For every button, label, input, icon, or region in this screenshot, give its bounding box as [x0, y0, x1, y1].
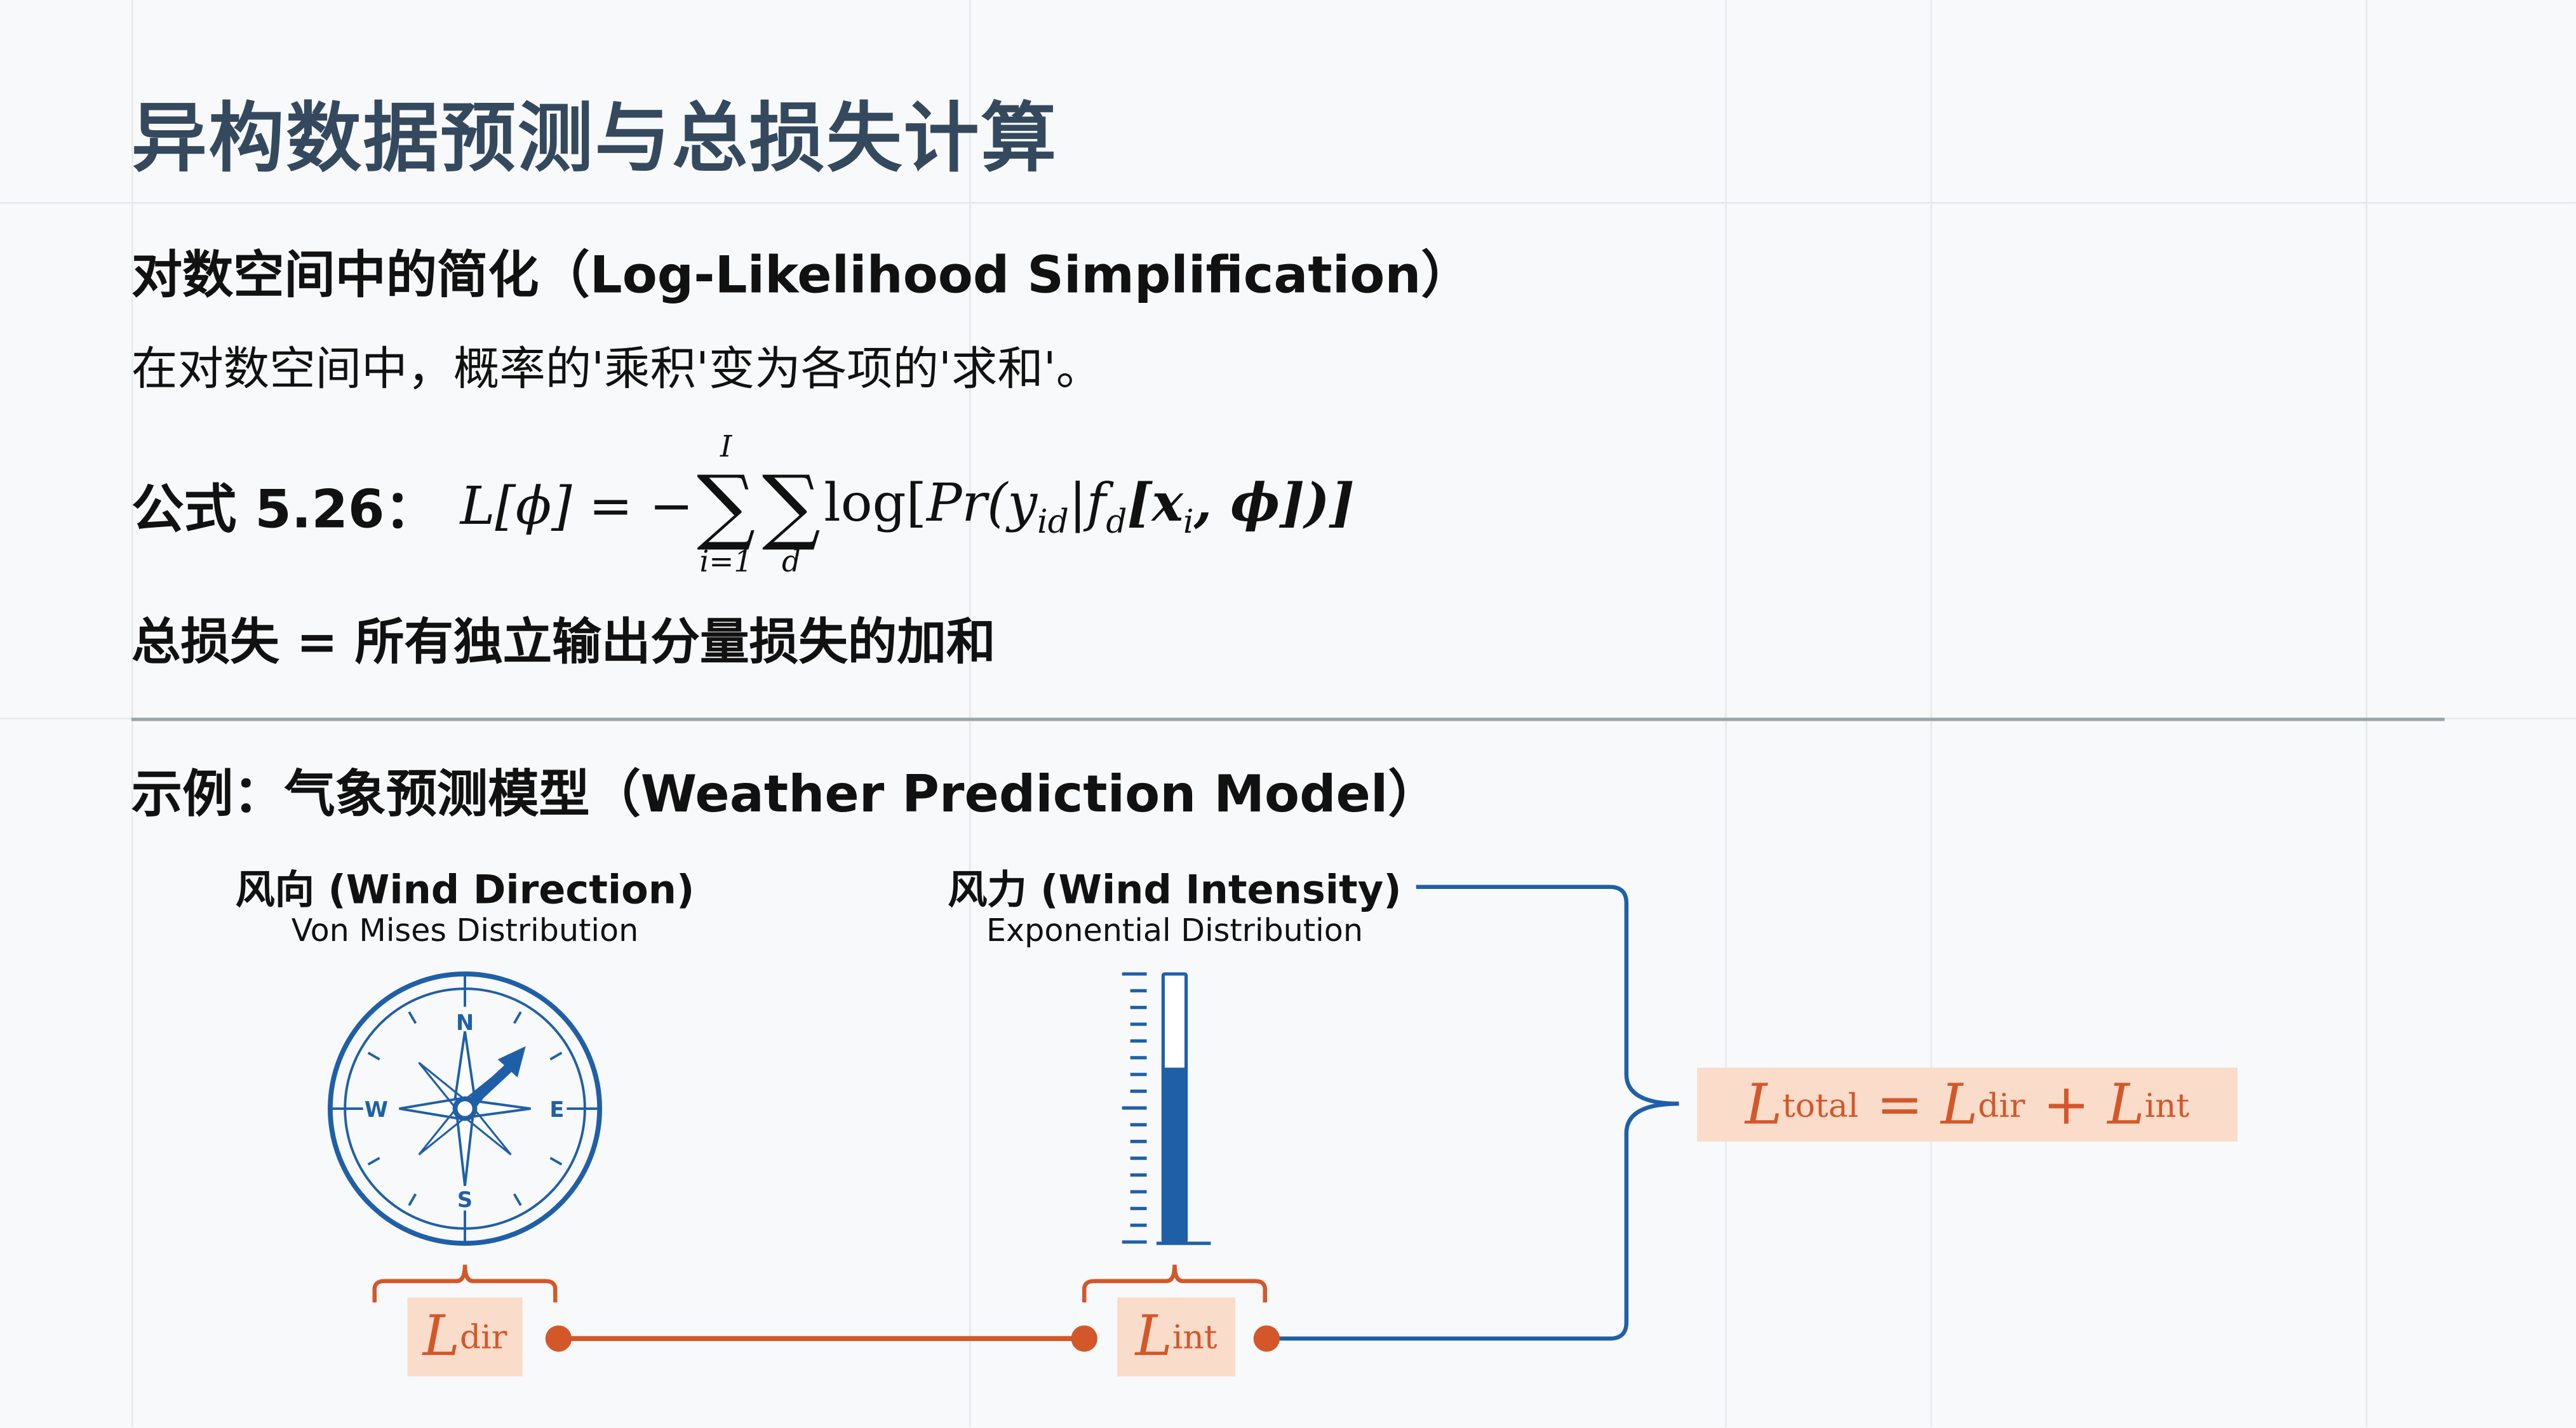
compass-w: W [365, 1097, 388, 1122]
divider [131, 717, 2445, 721]
gauge-fill [1163, 1067, 1186, 1242]
compass-tick [513, 1193, 522, 1206]
compass-tick [408, 1011, 417, 1024]
sigma-icon: ∑ [761, 458, 821, 554]
compass-e: E [549, 1097, 564, 1122]
connector-dot [1071, 1325, 1097, 1352]
sum-upper: I [720, 430, 732, 465]
compass-tick [549, 1156, 563, 1166]
compass-tick [549, 1051, 563, 1061]
grid-line [0, 202, 2576, 204]
grid-line [131, 0, 133, 1427]
page-title: 异构数据预测与总损失计算 [131, 93, 1058, 183]
sum-lower: i=1 [699, 545, 753, 580]
grid-line [969, 0, 971, 1427]
sum-i: I ∑ i=1 [697, 430, 756, 580]
grid-line [2365, 0, 2368, 1427]
compass-tick [367, 1156, 380, 1166]
formula-body: log[Pr(yid|fd[xi, ϕ])] [824, 470, 1355, 541]
formula-lhs: L[ϕ] = − [460, 474, 694, 537]
total-loss-statement: 总损失 = 所有独立输出分量损失的加和 [131, 614, 996, 672]
compass-s: S [457, 1187, 473, 1212]
wind-intensity-distribution: Exponential Distribution [986, 913, 1363, 950]
wind-intensity-label: 风力 (Wind Intensity) [948, 867, 1402, 914]
sum-lower: d [781, 545, 801, 580]
grid-line [1725, 0, 1727, 1427]
compass-icon: N S W E [328, 971, 603, 1246]
formula-label: 公式 5.26： [131, 477, 438, 541]
formula-5-26: 公式 5.26： L[ϕ] = − I ∑ i=1 ∑ d log[Pr(yid… [131, 424, 1355, 588]
connector-dot [545, 1325, 572, 1352]
compass-n: N [456, 1010, 474, 1035]
blue-brace-connector [1278, 884, 1679, 1341]
wind-direction-distribution: Von Mises Distribution [291, 913, 639, 950]
description-text: 在对数空间中，概率的'乘积'变为各项的'求和'。 [131, 342, 1103, 396]
wind-gauge-icon [1122, 972, 1211, 1245]
sum-d: ∑ d [762, 432, 821, 580]
section-subheading: 对数空间中的简化（Log-Likelihood Simplification） [131, 246, 1472, 306]
wind-direction-label: 风向 (Wind Direction) [235, 867, 695, 914]
example-heading: 示例：气象预测模型（Weather Prediction Model） [131, 765, 1439, 825]
sigma-icon: ∑ [697, 458, 756, 554]
compass-tick [513, 1011, 522, 1024]
connector-dot [1253, 1325, 1280, 1352]
compass-tick [408, 1193, 417, 1206]
grid-line [1930, 0, 1932, 1427]
compass-tick [367, 1051, 380, 1061]
